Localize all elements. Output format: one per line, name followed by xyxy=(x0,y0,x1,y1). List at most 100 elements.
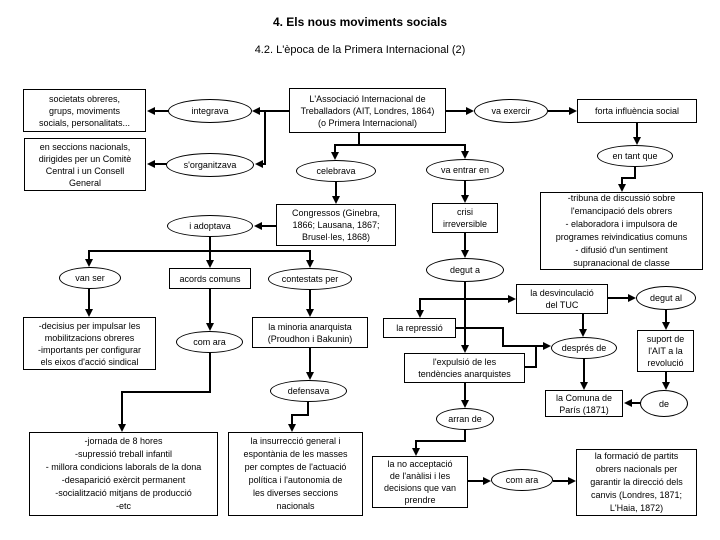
connector-segment xyxy=(456,327,504,329)
page-title: 4. Els nous moviments socials xyxy=(272,15,448,29)
link-despres-de: després de xyxy=(551,337,617,359)
connector-segment xyxy=(525,366,537,368)
connector-segment xyxy=(464,430,466,442)
arrowhead-down xyxy=(580,382,588,390)
arrowhead-down xyxy=(306,309,314,317)
node-crisi-irreversible: crisi irreversible xyxy=(432,203,498,233)
connector-segment xyxy=(553,480,569,482)
connector-segment xyxy=(634,167,636,179)
arrowhead-down xyxy=(306,372,314,380)
connector-segment xyxy=(88,289,90,311)
page-subtitle: 4.2. L'època de la Primera Internacional… xyxy=(254,44,466,56)
arrowhead-down xyxy=(662,382,670,390)
arrowhead-down xyxy=(461,195,469,203)
arrowhead-down xyxy=(206,323,214,331)
connector-segment xyxy=(419,298,509,300)
connector-segment xyxy=(582,314,584,331)
node-insurreccio: la insurrecció general i espontània de l… xyxy=(228,432,363,516)
arrowhead-right xyxy=(483,477,491,485)
connector-segment xyxy=(209,353,211,393)
connector-segment xyxy=(154,163,167,165)
connector-segment xyxy=(121,391,211,393)
node-tribuna: -tribuna de discussió sobre l'emancipaci… xyxy=(540,192,703,270)
connector-segment xyxy=(415,440,466,442)
link-va-entrar-en: va entrar en xyxy=(426,159,504,181)
connector-segment xyxy=(464,144,466,153)
arrowhead-down xyxy=(118,424,126,432)
connector-segment xyxy=(121,391,123,426)
connector-segment xyxy=(261,163,266,165)
connector-segment xyxy=(309,348,311,374)
connector-segment xyxy=(636,123,638,138)
connector-segment xyxy=(209,237,211,252)
link-degut-a: degut a xyxy=(426,258,504,282)
arrowhead-down xyxy=(461,345,469,353)
arrowhead-left xyxy=(147,107,155,115)
arrowhead-down xyxy=(412,448,420,456)
link-va-exercir: va exercir xyxy=(474,99,548,123)
link-arran-de: arran de xyxy=(436,408,494,430)
connector-segment xyxy=(264,110,266,164)
arrowhead-left xyxy=(255,160,263,168)
connector-segment xyxy=(209,289,211,325)
link-com-ara-1: com ara xyxy=(176,331,243,353)
node-congressos: Congressos (Ginebra, 1866; Lausana, 1867… xyxy=(276,204,396,246)
link-en-tant-que: en tant que xyxy=(597,145,673,167)
node-ait: L'Associació Internacional de Treballado… xyxy=(289,88,446,133)
connector-segment xyxy=(415,440,417,450)
arrowhead-right xyxy=(508,295,516,303)
connector-segment xyxy=(621,177,636,179)
link-com-ara-2: com ara xyxy=(491,469,553,491)
arrowhead-right xyxy=(543,342,551,350)
node-minoria-anarquista: la minoria anarquista (Proudhon i Bakuni… xyxy=(252,317,368,348)
node-comuna-paris: la Comuna de París (1871) xyxy=(545,390,623,417)
link-defensava: defensava xyxy=(270,380,347,402)
node-no-acceptacio: la no acceptació de l'anàlisi i les deci… xyxy=(372,456,468,508)
link-contestats-per: contestats per xyxy=(268,268,352,290)
node-expulsio-anarquistes: l'expulsió de les tendències anarquistes xyxy=(404,353,525,383)
connector-segment xyxy=(88,250,311,252)
node-seccions-nacionals: en seccions nacionals, dirigides per un … xyxy=(24,138,146,191)
arrowhead-down xyxy=(618,184,626,192)
arrowhead-down xyxy=(331,152,339,160)
node-repressio: la repressió xyxy=(383,318,456,338)
connector-segment xyxy=(464,233,466,252)
link-integrava: integrava xyxy=(168,99,252,123)
arrowhead-down xyxy=(579,329,587,337)
connector-segment xyxy=(535,345,537,368)
node-decisius: -decisius per impulsar les mobilitzacion… xyxy=(23,317,156,370)
arrowhead-right xyxy=(628,294,636,302)
arrowhead-down xyxy=(416,310,424,318)
node-societats-obreres: societats obreres, grups, moviments soci… xyxy=(23,89,146,132)
link-de: de xyxy=(640,390,688,417)
connector-segment xyxy=(155,110,169,112)
link-van-ser: van ser xyxy=(59,267,121,289)
connector-segment xyxy=(291,414,293,426)
node-acords-comuns: acords comuns xyxy=(169,268,251,289)
arrowhead-left xyxy=(252,107,260,115)
connector-segment xyxy=(209,250,211,262)
arrowhead-left xyxy=(147,160,155,168)
arrowhead-right xyxy=(568,477,576,485)
connector-segment xyxy=(502,327,504,347)
arrowhead-down xyxy=(461,151,469,159)
connector-segment xyxy=(631,402,641,404)
connector-segment xyxy=(419,298,421,312)
connector-segment xyxy=(88,250,90,261)
node-desvinculacio-tuc: la desvinculació del TUC xyxy=(516,284,608,314)
arrowhead-down xyxy=(306,260,314,268)
connector-segment xyxy=(260,225,276,227)
arrowhead-down xyxy=(206,260,214,268)
node-forta-influencia: forta influència social xyxy=(577,99,697,123)
connector-segment xyxy=(608,297,629,299)
arrowhead-left xyxy=(624,399,632,407)
link-celebrava: celebrava xyxy=(296,160,376,182)
connector-segment xyxy=(335,182,337,198)
arrowhead-down xyxy=(633,137,641,145)
connector-segment xyxy=(258,110,290,112)
arrowhead-right xyxy=(569,107,577,115)
arrowhead-left xyxy=(254,222,262,230)
connector-segment xyxy=(665,372,667,384)
arrowhead-right xyxy=(466,107,474,115)
